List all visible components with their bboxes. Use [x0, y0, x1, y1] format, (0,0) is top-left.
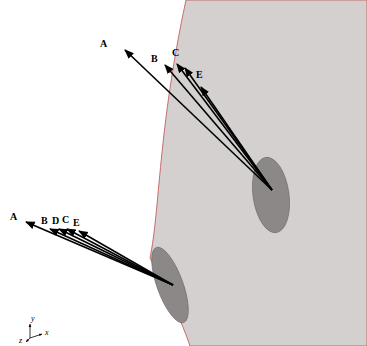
vector-label: C [172, 47, 179, 59]
vector-label: A [10, 211, 17, 223]
vector-label: A [100, 38, 107, 50]
vector-label: B [41, 215, 48, 227]
axis-label: z [19, 336, 22, 345]
axis-label: x [45, 328, 49, 337]
force-vectors [26, 50, 272, 285]
vector-label: E [196, 69, 203, 81]
vector-label: C [62, 214, 69, 226]
vector-label: B [151, 53, 158, 65]
attachment-area [144, 243, 196, 327]
vector-label: D [52, 215, 59, 227]
axis-label: y [31, 314, 35, 323]
axis-triad [26, 324, 42, 342]
vector-label: E [73, 217, 80, 229]
